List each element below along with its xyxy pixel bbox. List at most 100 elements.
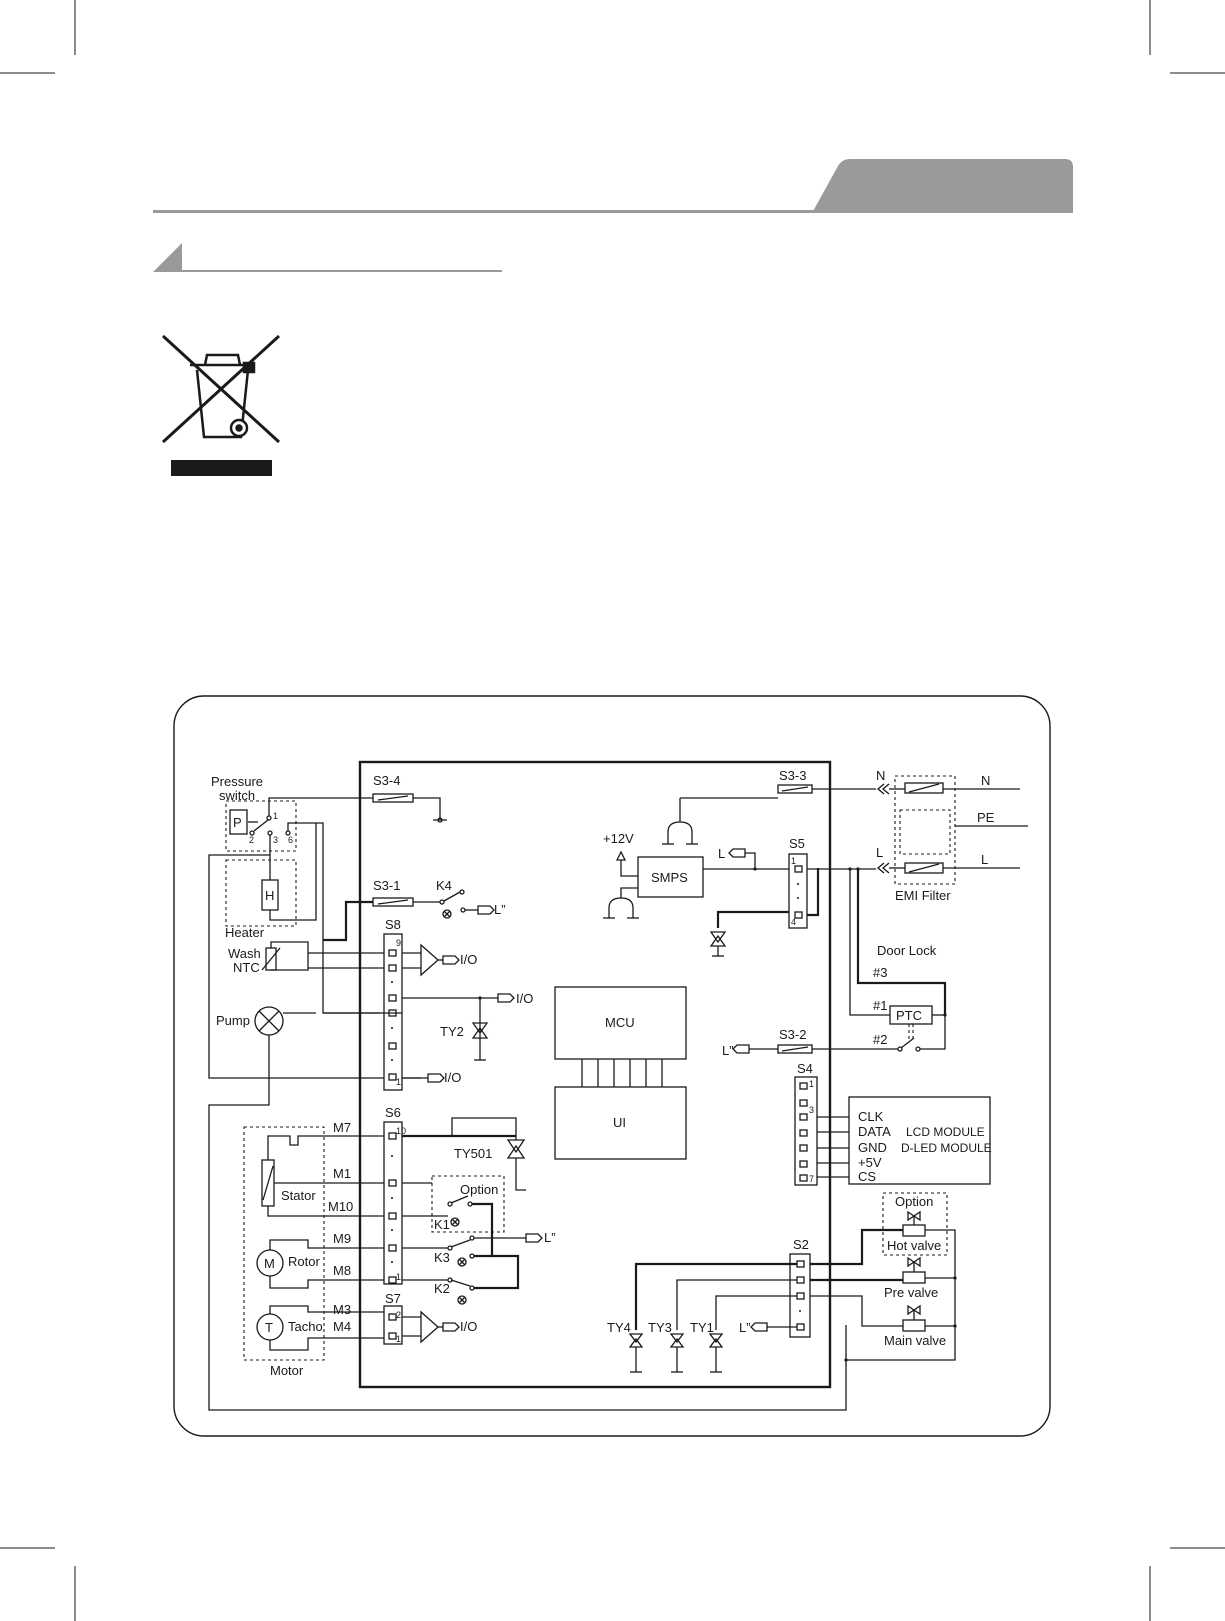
s5-pin-bottom: 4: [791, 917, 796, 927]
wash-ntc-label-2: NTC: [233, 960, 260, 975]
option-relay-label: Option: [460, 1182, 498, 1197]
relay-k4-coil-icon: [442, 909, 452, 919]
signal-clk: CLK: [858, 1109, 884, 1124]
heater-h-label: H: [265, 888, 274, 903]
signal-m8: M8: [333, 1263, 351, 1278]
signal-l: L: [981, 852, 988, 867]
hot-valve-coil: [902, 1224, 926, 1237]
mcu-label: MCU: [605, 1015, 635, 1030]
rotor-label: Rotor: [288, 1254, 320, 1269]
smps-block: [637, 856, 704, 898]
signal-m7: M7: [333, 1120, 351, 1135]
right-wiring: S3-3 N L N PE L EMI Filter S5 1 4: [607, 768, 1028, 1373]
header-bar: [153, 159, 1073, 213]
pressure-switch-label: Pressure: [211, 774, 263, 789]
signal-l-dq-relays: L”: [544, 1230, 556, 1245]
main-valve-label: Main valve: [884, 1333, 946, 1348]
triac-ty3-label: TY3: [648, 1320, 672, 1335]
header-rule: [153, 210, 1073, 213]
ui-label: UI: [613, 1115, 626, 1130]
signal-5v: +5V: [858, 1155, 882, 1170]
emi-filter-label: EMI Filter: [895, 888, 951, 903]
pressure-switch-p-box: [229, 809, 248, 835]
option-valve-box: [882, 1192, 948, 1256]
signal-h2: #2: [873, 1032, 887, 1047]
pre-valve-icon: [907, 1256, 921, 1268]
connector-s6-label: S6: [385, 1105, 401, 1120]
stator-label: Stator: [281, 1188, 316, 1203]
triac-ty501-label: TY501: [454, 1146, 492, 1161]
tacho-t-label: T: [265, 1320, 273, 1335]
heater-label: Heater: [225, 925, 265, 940]
tacho-label: Tacho: [288, 1319, 323, 1334]
triac-ty4-label: TY4: [607, 1320, 631, 1335]
s8-pin-top: 9: [396, 938, 401, 948]
signal-m1: M1: [333, 1166, 351, 1181]
triac-s5-symbol: [709, 931, 727, 947]
s4-pin-top: 1: [809, 1079, 814, 1089]
buffer-s8: [420, 943, 439, 977]
hot-valve-label: Hot valve: [887, 1238, 941, 1253]
left-wiring: P Pressure switch 1 2 3 6 H Heater Wash …: [208, 774, 847, 1411]
signal-io-3: I/O: [444, 1070, 461, 1085]
signal-gnd: GND: [858, 1140, 887, 1155]
signal-io-2: I/O: [516, 991, 533, 1006]
s5-pin-top: 1: [791, 856, 796, 866]
triac-ty4-symbol: [628, 1333, 644, 1348]
triac-ty2-label: TY2: [440, 1024, 464, 1039]
signal-h3: #3: [873, 965, 887, 980]
s6-pin-bottom: 1: [396, 1272, 401, 1282]
connector-s3-1-label: S3-1: [373, 878, 400, 893]
ps-pin-6: 6: [288, 835, 293, 845]
main-valve-icon: [907, 1304, 921, 1316]
triac-ty501-symbol: [506, 1139, 526, 1159]
s8-pin-bottom: 1: [396, 1077, 401, 1087]
relay-k2-label: K2: [434, 1281, 450, 1296]
smps-label: SMPS: [651, 870, 688, 885]
triac-ty1-symbol: [708, 1333, 724, 1348]
section-heading-marker: [153, 243, 502, 272]
connector-s7-label: S7: [385, 1291, 401, 1306]
s7-pin-bottom: 1: [396, 1334, 401, 1344]
hot-valve-icon: [907, 1210, 921, 1222]
signal-n: N: [981, 773, 990, 788]
connector-s3-3-label: S3-3: [779, 768, 806, 783]
relay-k1-coil-icon: [450, 1217, 460, 1227]
mcu-block: [554, 986, 687, 1060]
signal-l-input: L: [876, 845, 883, 860]
header-tab: [812, 159, 1073, 213]
triac-ty1-label: TY1: [690, 1320, 714, 1335]
connector-s8-label: S8: [385, 917, 401, 932]
relay-k4-label: K4: [436, 878, 452, 893]
triac-ty2-symbol: [471, 1022, 489, 1039]
s4-pin-bottom: 7: [809, 1174, 814, 1184]
ptc-label: PTC: [896, 1008, 922, 1023]
emi-filter-box: [894, 775, 956, 885]
lcd-module-label: LCD MODULE: [906, 1125, 985, 1139]
signal-io-4: I/O: [460, 1319, 477, 1334]
connector-s3-2-label: S3-2: [779, 1027, 806, 1042]
s7-pin-top: 2: [396, 1310, 401, 1320]
signal-m3: M3: [333, 1302, 351, 1317]
connector-s3-4-label: S3-4: [373, 773, 400, 788]
signal-io-1: I/O: [460, 952, 477, 967]
ps-pin-1: 1: [273, 811, 278, 821]
pressure-switch-p-label: P: [233, 815, 242, 830]
signal-l-smps: L: [718, 846, 725, 861]
connector-s6: [383, 1121, 403, 1285]
signal-m4: M4: [333, 1319, 351, 1334]
connector-s4-label: S4: [797, 1061, 813, 1076]
relay-k3-label: K3: [434, 1250, 450, 1265]
pre-valve-coil: [902, 1271, 926, 1284]
option-valve-label: Option: [895, 1194, 933, 1209]
ps-pin-2: 2: [249, 835, 254, 845]
connector-s5-label: S5: [789, 836, 805, 851]
d-led-module-label: D-LED MODULE: [901, 1141, 992, 1155]
signal-m9: M9: [333, 1231, 351, 1246]
ps-pin-3: 3: [273, 835, 278, 845]
lcd-module-block: [848, 1096, 991, 1185]
door-lock-label: Door Lock: [877, 943, 937, 958]
wash-ntc-label: Wash: [228, 946, 261, 961]
